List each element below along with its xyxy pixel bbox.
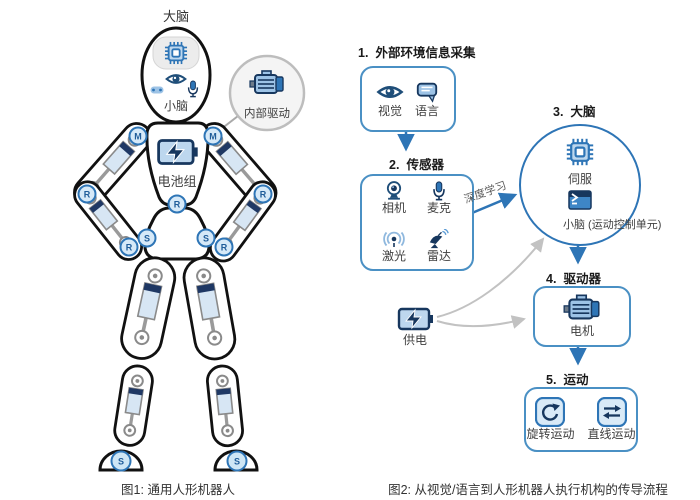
joint-r: R [214,237,234,257]
internal-drive-label: 内部驱动 [244,106,290,120]
arrow-power-to-motor [436,315,526,329]
svg-text:M: M [134,132,142,142]
brain-label: 大脑 [163,9,189,24]
joint-r: R [167,194,187,214]
radar-label: 雷达 [426,249,451,264]
battery-pack-label: 电池组 [157,174,196,189]
svg-text:R: R [84,190,91,200]
linear-motion-item: 直线运动 [588,397,636,441]
terminal-icon [568,190,592,210]
info-collection-box: 视觉 语言 [360,66,456,132]
brain-circle: 伺服 小脑 (运动控制单元) [519,124,661,246]
joint-m: M [128,126,148,146]
step2-number: 2. [389,158,400,172]
svg-text:R: R [260,190,267,200]
step1-title-text: 外部环境信息采集 [375,46,476,60]
laser-icon [383,232,405,249]
camera-label: 相机 [381,201,406,216]
joint-m: M [203,126,223,146]
laser-label: 激光 [381,249,406,264]
motor-icon [563,294,600,320]
joint-s: S [110,450,132,472]
chip-icon [565,137,595,167]
camera-item: 相机 [382,181,406,215]
svg-text:R: R [126,243,133,253]
microphone-item: 麦克 [426,181,452,215]
microphone-label: 麦克 [426,201,451,216]
linear-icon [596,397,627,428]
radar-item: 雷达 [426,229,452,263]
cerebellum-unit-label: 小脑 (运动控制单元) [563,219,662,231]
step5-number: 5. [546,373,557,387]
joint-markers: M M R R R S S R R S S [77,126,273,472]
radar-icon [429,229,449,250]
rotate-icon [535,397,566,428]
svg-text:R: R [174,200,181,210]
svg-text:S: S [144,234,150,244]
arrow-power-to-brain [436,237,545,318]
servo-label: 伺服 [567,172,592,186]
figure2-caption: 图2: 从视觉/语言到人形机器人执行机构的传导流程 [388,483,668,497]
joint-s: S [137,228,157,248]
step4-title: 4. 驱动器 [546,268,601,287]
microphone-icon [433,181,445,201]
step2-title: 2. 传感器 [389,154,444,173]
motor-label: 电机 [569,324,594,339]
rotary-motion-label: 旋转运动 [526,427,575,442]
step2-title-text: 传感器 [406,158,444,172]
motion-box: 旋转运动 直线运动 [524,387,638,452]
internal-drive-callout: 内部驱动 [228,54,306,132]
joint-s: S [226,450,248,472]
step1-number: 1. [358,46,369,60]
joint-r: R [119,237,139,257]
step3-number: 3. [553,105,564,119]
svg-text:R: R [221,243,228,253]
step5-title-text: 运动 [563,373,589,387]
vision-item: 视觉 [376,80,404,118]
joint-r: R [253,184,273,204]
language-label: 语言 [414,103,439,118]
rotary-motion-item: 旋转运动 [526,397,575,442]
battery-icon [397,307,435,331]
cerebellum-label: 小脑 [164,99,188,113]
step3-title-text: 大脑 [570,105,596,119]
step5-title: 5. 运动 [546,369,588,388]
driver-box: 电机 [533,286,631,347]
sensors-box: 相机 麦克 激光 雷达 [360,174,474,271]
humanoid-robot-figure: 大脑 内部驱动 小脑 电池组 [67,9,306,472]
svg-text:S: S [203,234,209,244]
svg-text:S: S [118,457,124,467]
laser-item: 激光 [382,229,406,263]
camera-icon [386,181,402,201]
eye-icon [377,85,403,98]
joint-r: R [77,184,97,204]
step4-number: 4. [546,272,557,286]
linear-motion-label: 直线运动 [587,427,636,442]
step1-title: 1. 外部环境信息采集 [358,42,475,61]
power-label: 供电 [402,333,427,347]
language-item: 语言 [414,80,440,118]
step3-title: 3. 大脑 [553,101,595,120]
svg-text:S: S [234,457,240,467]
step4-title-text: 驱动器 [563,272,601,286]
speech-bubble-icon [416,82,438,103]
arrow-deep-learning [471,192,518,215]
vision-label: 视觉 [377,103,402,118]
motor-item: 电机 [563,294,601,338]
figure1-caption: 图1: 通用人形机器人 [121,483,235,497]
joint-s: S [196,228,216,248]
svg-text:M: M [209,132,217,142]
